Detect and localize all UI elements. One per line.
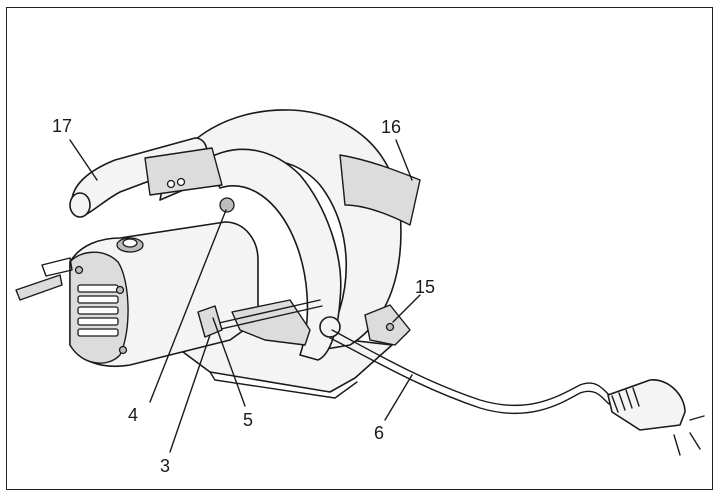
upper-handle-arm <box>204 148 342 361</box>
brush-cap-inner <box>122 238 138 248</box>
callout-6: 6 <box>374 423 384 443</box>
guide-rod <box>209 299 321 326</box>
depth-knob <box>197 305 223 338</box>
vent-grill <box>77 284 119 337</box>
callout-16: 16 <box>381 117 401 137</box>
plug-pin <box>689 415 705 421</box>
callout-4: 4 <box>128 405 138 425</box>
rear-bracket <box>15 274 63 301</box>
leader-16 <box>395 139 413 181</box>
figure-frame <box>6 7 713 490</box>
handle-hole <box>176 177 186 187</box>
bracket-screw <box>385 322 395 332</box>
blade-guard <box>159 109 402 351</box>
plug-strain-relief <box>611 387 640 413</box>
rear-bracket-top <box>41 257 73 277</box>
screw <box>74 265 84 275</box>
handle-end <box>69 192 91 218</box>
power-cable-outer <box>329 337 610 415</box>
leader-3 <box>169 334 211 453</box>
front-boss <box>319 316 341 338</box>
power-plug <box>607 379 686 431</box>
plug-pin <box>689 432 701 450</box>
guide-rod-lower <box>211 305 323 332</box>
leader-17 <box>69 139 98 181</box>
callout-17: 17 <box>52 116 72 136</box>
lock-knob <box>219 197 235 213</box>
plug-pin <box>673 434 681 456</box>
screw <box>115 285 125 295</box>
handle-block <box>144 147 223 196</box>
leader-6 <box>384 374 413 421</box>
leader-4 <box>149 209 227 403</box>
guard-nose <box>339 154 421 226</box>
callout-3: 3 <box>160 456 170 476</box>
handle-hole <box>166 179 176 189</box>
leader-5 <box>212 317 246 407</box>
base-plate-edge <box>209 371 358 399</box>
screw <box>118 345 128 355</box>
callout-15: 15 <box>415 277 435 297</box>
leader-lines <box>69 139 421 453</box>
leader-15 <box>392 294 421 323</box>
callout-5: 5 <box>243 410 253 430</box>
lower-guard <box>231 299 311 346</box>
power-cable <box>331 329 613 407</box>
